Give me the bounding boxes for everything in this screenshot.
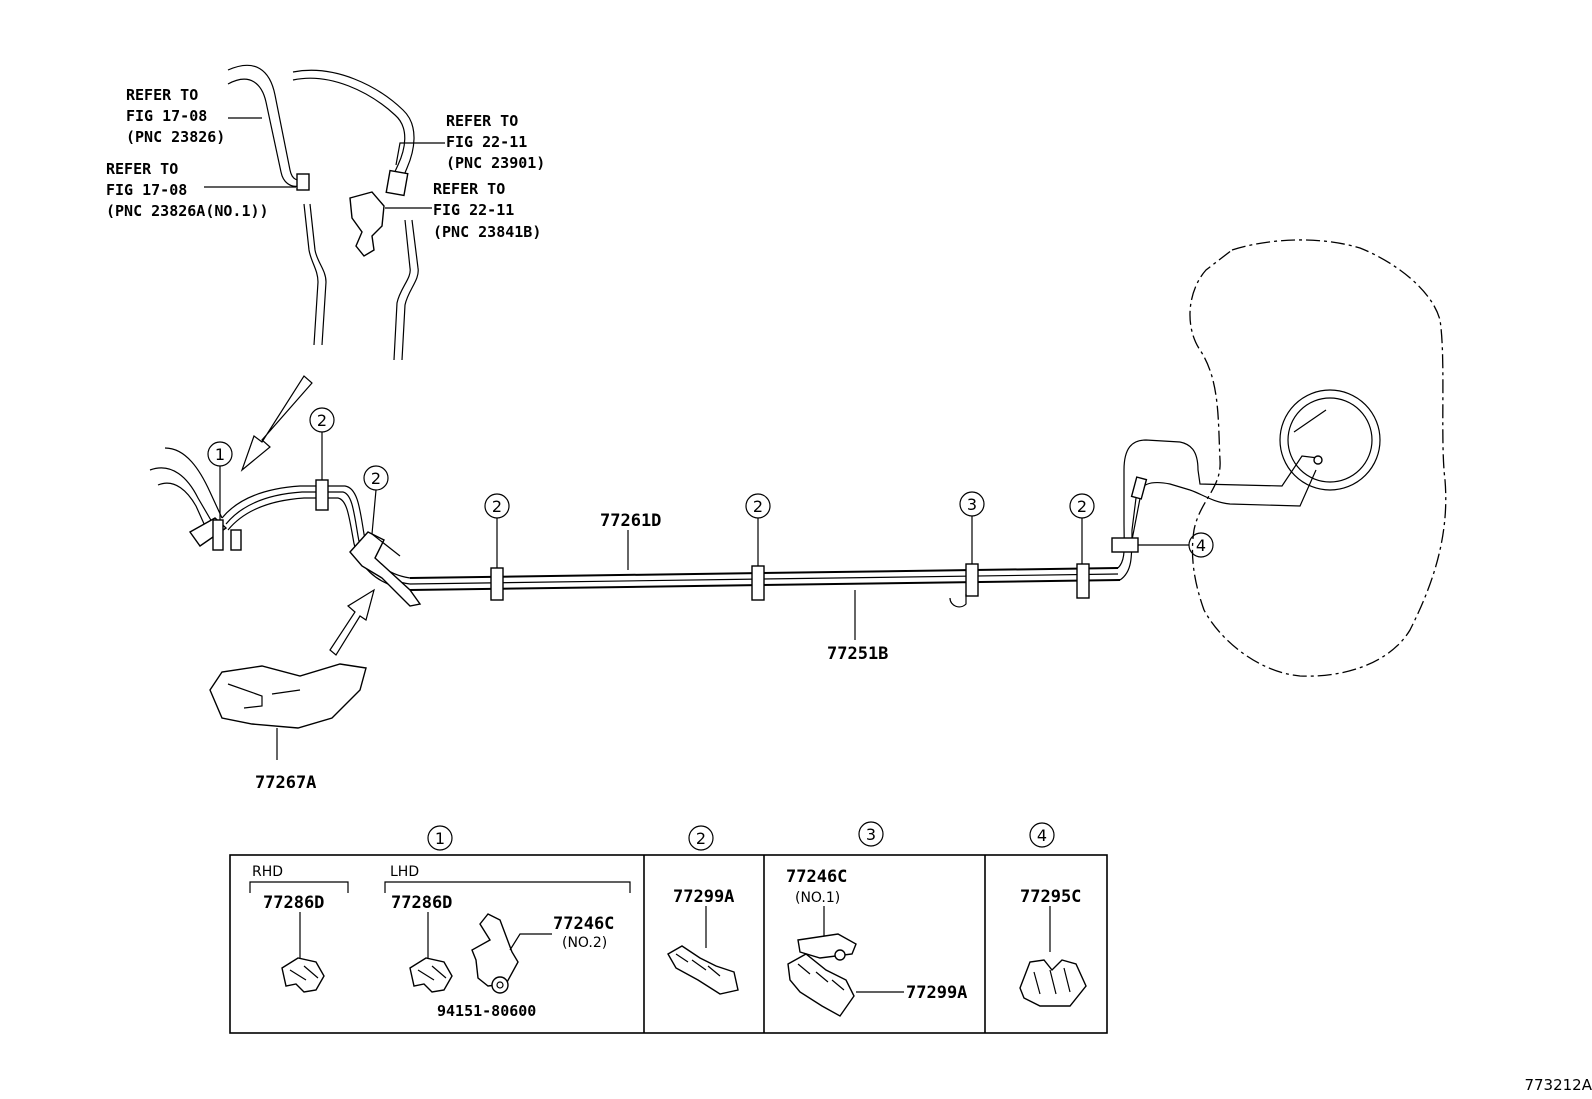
ref1-line3: (PNC 23826) <box>126 128 225 146</box>
bracket-no1-note: (NO.1) <box>795 890 840 906</box>
upper-hoses <box>204 64 445 361</box>
fuel-tank <box>1179 239 1447 677</box>
ref2-line1: REFER TO <box>106 160 178 178</box>
detail-box: 1 2 3 4 RHD LHD 77286D 77286D 77246C (NO… <box>229 821 1108 1034</box>
ref2-line2: FIG 17-08 <box>106 181 187 199</box>
direction-arrows <box>240 375 375 656</box>
section-3-number: 3 <box>866 825 876 844</box>
figure-id: 773212A <box>1524 1076 1592 1094</box>
ref3-line3: (PNC 23901) <box>446 154 545 172</box>
section-2-number: 2 <box>696 829 706 848</box>
part-77261D: 77261D <box>600 511 661 531</box>
main-part-numbers: 77261D 77251B 77267A <box>255 511 888 793</box>
bracket-no2-number: 77246C <box>553 914 614 934</box>
rhd-clamp-number: 77286D <box>263 893 324 913</box>
clamp-77295C-number: 77295C <box>1020 887 1081 907</box>
part-77267A: 77267A <box>255 773 316 793</box>
ref1-line1: REFER TO <box>126 86 198 104</box>
ref2-line3: (PNC 23826A(NO.1)) <box>106 202 269 220</box>
clamp-77299A-section3-number: 77299A <box>906 983 967 1003</box>
rhd-label: RHD <box>252 864 283 880</box>
callout-2a: 2 <box>317 411 327 430</box>
ref3-line1: REFER TO <box>446 112 518 130</box>
bracket-no1-number: 77246C <box>786 867 847 887</box>
bracket-no2-note: (NO.2) <box>562 935 607 951</box>
reference-labels: REFER TO FIG 17-08 (PNC 23826) REFER TO … <box>106 86 545 241</box>
section-4-number: 4 <box>1037 826 1047 845</box>
callout-2c: 2 <box>492 497 502 516</box>
lhd-clamp-number: 77286D <box>391 893 452 913</box>
callout-4: 4 <box>1196 536 1206 555</box>
ref1-line2: FIG 17-08 <box>126 107 207 125</box>
callout-1: 1 <box>215 445 225 464</box>
fuel-tube-assembly <box>149 439 1191 608</box>
callout-3: 3 <box>967 495 977 514</box>
nut-number: 94151-80600 <box>437 1002 536 1020</box>
callout-2e: 2 <box>1077 497 1087 516</box>
callout-2d: 2 <box>753 497 763 516</box>
ref3-line2: FIG 22-11 <box>446 133 527 151</box>
protector-part <box>209 663 367 760</box>
main-callouts: 1 2 2 2 2 3 2 4 <box>207 407 1214 568</box>
section-1-number: 1 <box>435 829 445 848</box>
ref4-line3: (PNC 23841B) <box>433 223 541 241</box>
part-77251B: 77251B <box>827 644 888 664</box>
callout-2b: 2 <box>371 469 381 488</box>
ref4-line2: FIG 22-11 <box>433 201 514 219</box>
clamp-77299A-number: 77299A <box>673 887 734 907</box>
lhd-label: LHD <box>390 864 419 880</box>
ref4-line1: REFER TO <box>433 180 505 198</box>
